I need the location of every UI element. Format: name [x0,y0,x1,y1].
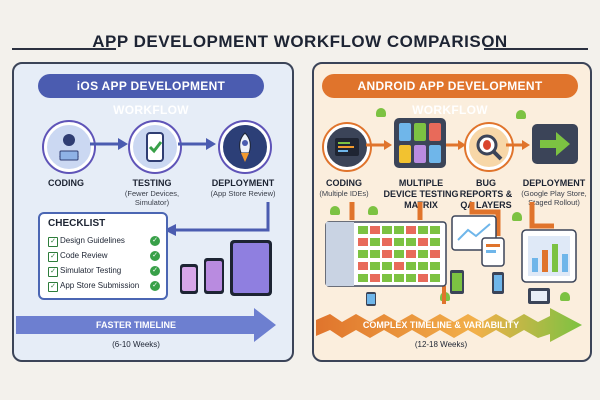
checklist-item[interactable]: ✓ Design Guidelines ✓ [48,236,160,248]
bug-magnifier-icon [466,124,512,170]
arrow-right-icon [506,140,530,150]
checklist-title: CHECKLIST [48,218,106,229]
faster-timeline-arrow [16,308,276,342]
iphone-small-icon [180,264,198,294]
ios-step-deployment-label: DEPLOYMENT [211,178,275,188]
checkbox-icon: ✓ [48,267,58,277]
check-icon: ✓ [150,236,160,246]
android-mascot-icon [560,292,570,301]
developer-laptop-icon [44,122,94,172]
complex-timeline-arrow [316,308,582,342]
check-icon: ✓ [150,281,160,291]
arrow-right-icon [178,138,216,150]
check-icon: ✓ [150,266,160,276]
ios-step-testing-label: TESTING [132,178,172,188]
arrow-right-icon [532,124,578,164]
device-testing-matrix [325,202,577,306]
android-step-bugs-label: BUG REPORTS & QA LAYERS [459,178,513,210]
check-icon: ✓ [150,251,160,261]
android-weeks-label: (12-18 Weeks) [414,340,468,349]
iphone-icon [204,258,224,294]
android-mascot-icon [516,110,526,119]
title-rule-left [12,48,116,50]
android-panel [312,62,592,362]
android-timeline-label: COMPLEX TIMELINE & VARIABILITY [362,320,520,330]
ios-timeline-label: FASTER TIMELINE [95,320,176,330]
checklist-item[interactable]: ✓ App Store Submission ✓ [48,281,160,293]
android-step-deployment-label: DEPLOYMENT [522,178,586,188]
android-mascot-icon [368,206,378,215]
arrow-right-icon [446,140,466,150]
android-mascot-icon [376,108,386,117]
title-rule-right [484,48,588,50]
android-mascot-icon [512,212,522,221]
checklist-card: CHECKLIST ✓ Design Guidelines ✓ ✓ Code R… [38,212,168,300]
checklist-item[interactable]: ✓ Code Review ✓ [48,251,160,263]
page-title: APP DEVELOPMENT WORKFLOW COMPARISON [92,32,508,51]
android-step-coding-sub: (Multiple IDEs) [319,189,369,198]
ios-step-deployment-sub: (App Store Review) [210,189,276,198]
android-banner: ANDROID APP DEVELOPMENT WORKFLOW [322,74,578,117]
arrow-right-icon [90,138,128,150]
ios-step-coding-label: CODING [48,178,84,188]
android-step-deployment-sub: (Google Play Store, Staged Rollout) [521,189,587,207]
checklist-item[interactable]: ✓ Simulator Testing ✓ [48,266,160,278]
ipad-icon [230,240,272,296]
device-grid-icon [394,118,446,168]
rocket-icon [220,122,270,172]
phone-check-icon [130,122,180,172]
checkbox-icon: ✓ [48,282,58,292]
return-arrow-icon [164,202,270,236]
ios-weeks-label: (6-10 Weeks) [112,340,160,349]
checkbox-icon: ✓ [48,237,58,247]
checkbox-icon: ✓ [48,252,58,262]
ios-banner: iOS APP DEVELOPMENT WORKFLOW [38,74,264,117]
code-editor-icon [324,124,370,170]
android-mascot-icon [330,206,340,215]
arrow-right-icon [366,140,392,150]
ios-step-testing-sub: (Fewer Devices, Simulator) [124,189,180,207]
android-step-coding-label: CODING [326,178,362,188]
